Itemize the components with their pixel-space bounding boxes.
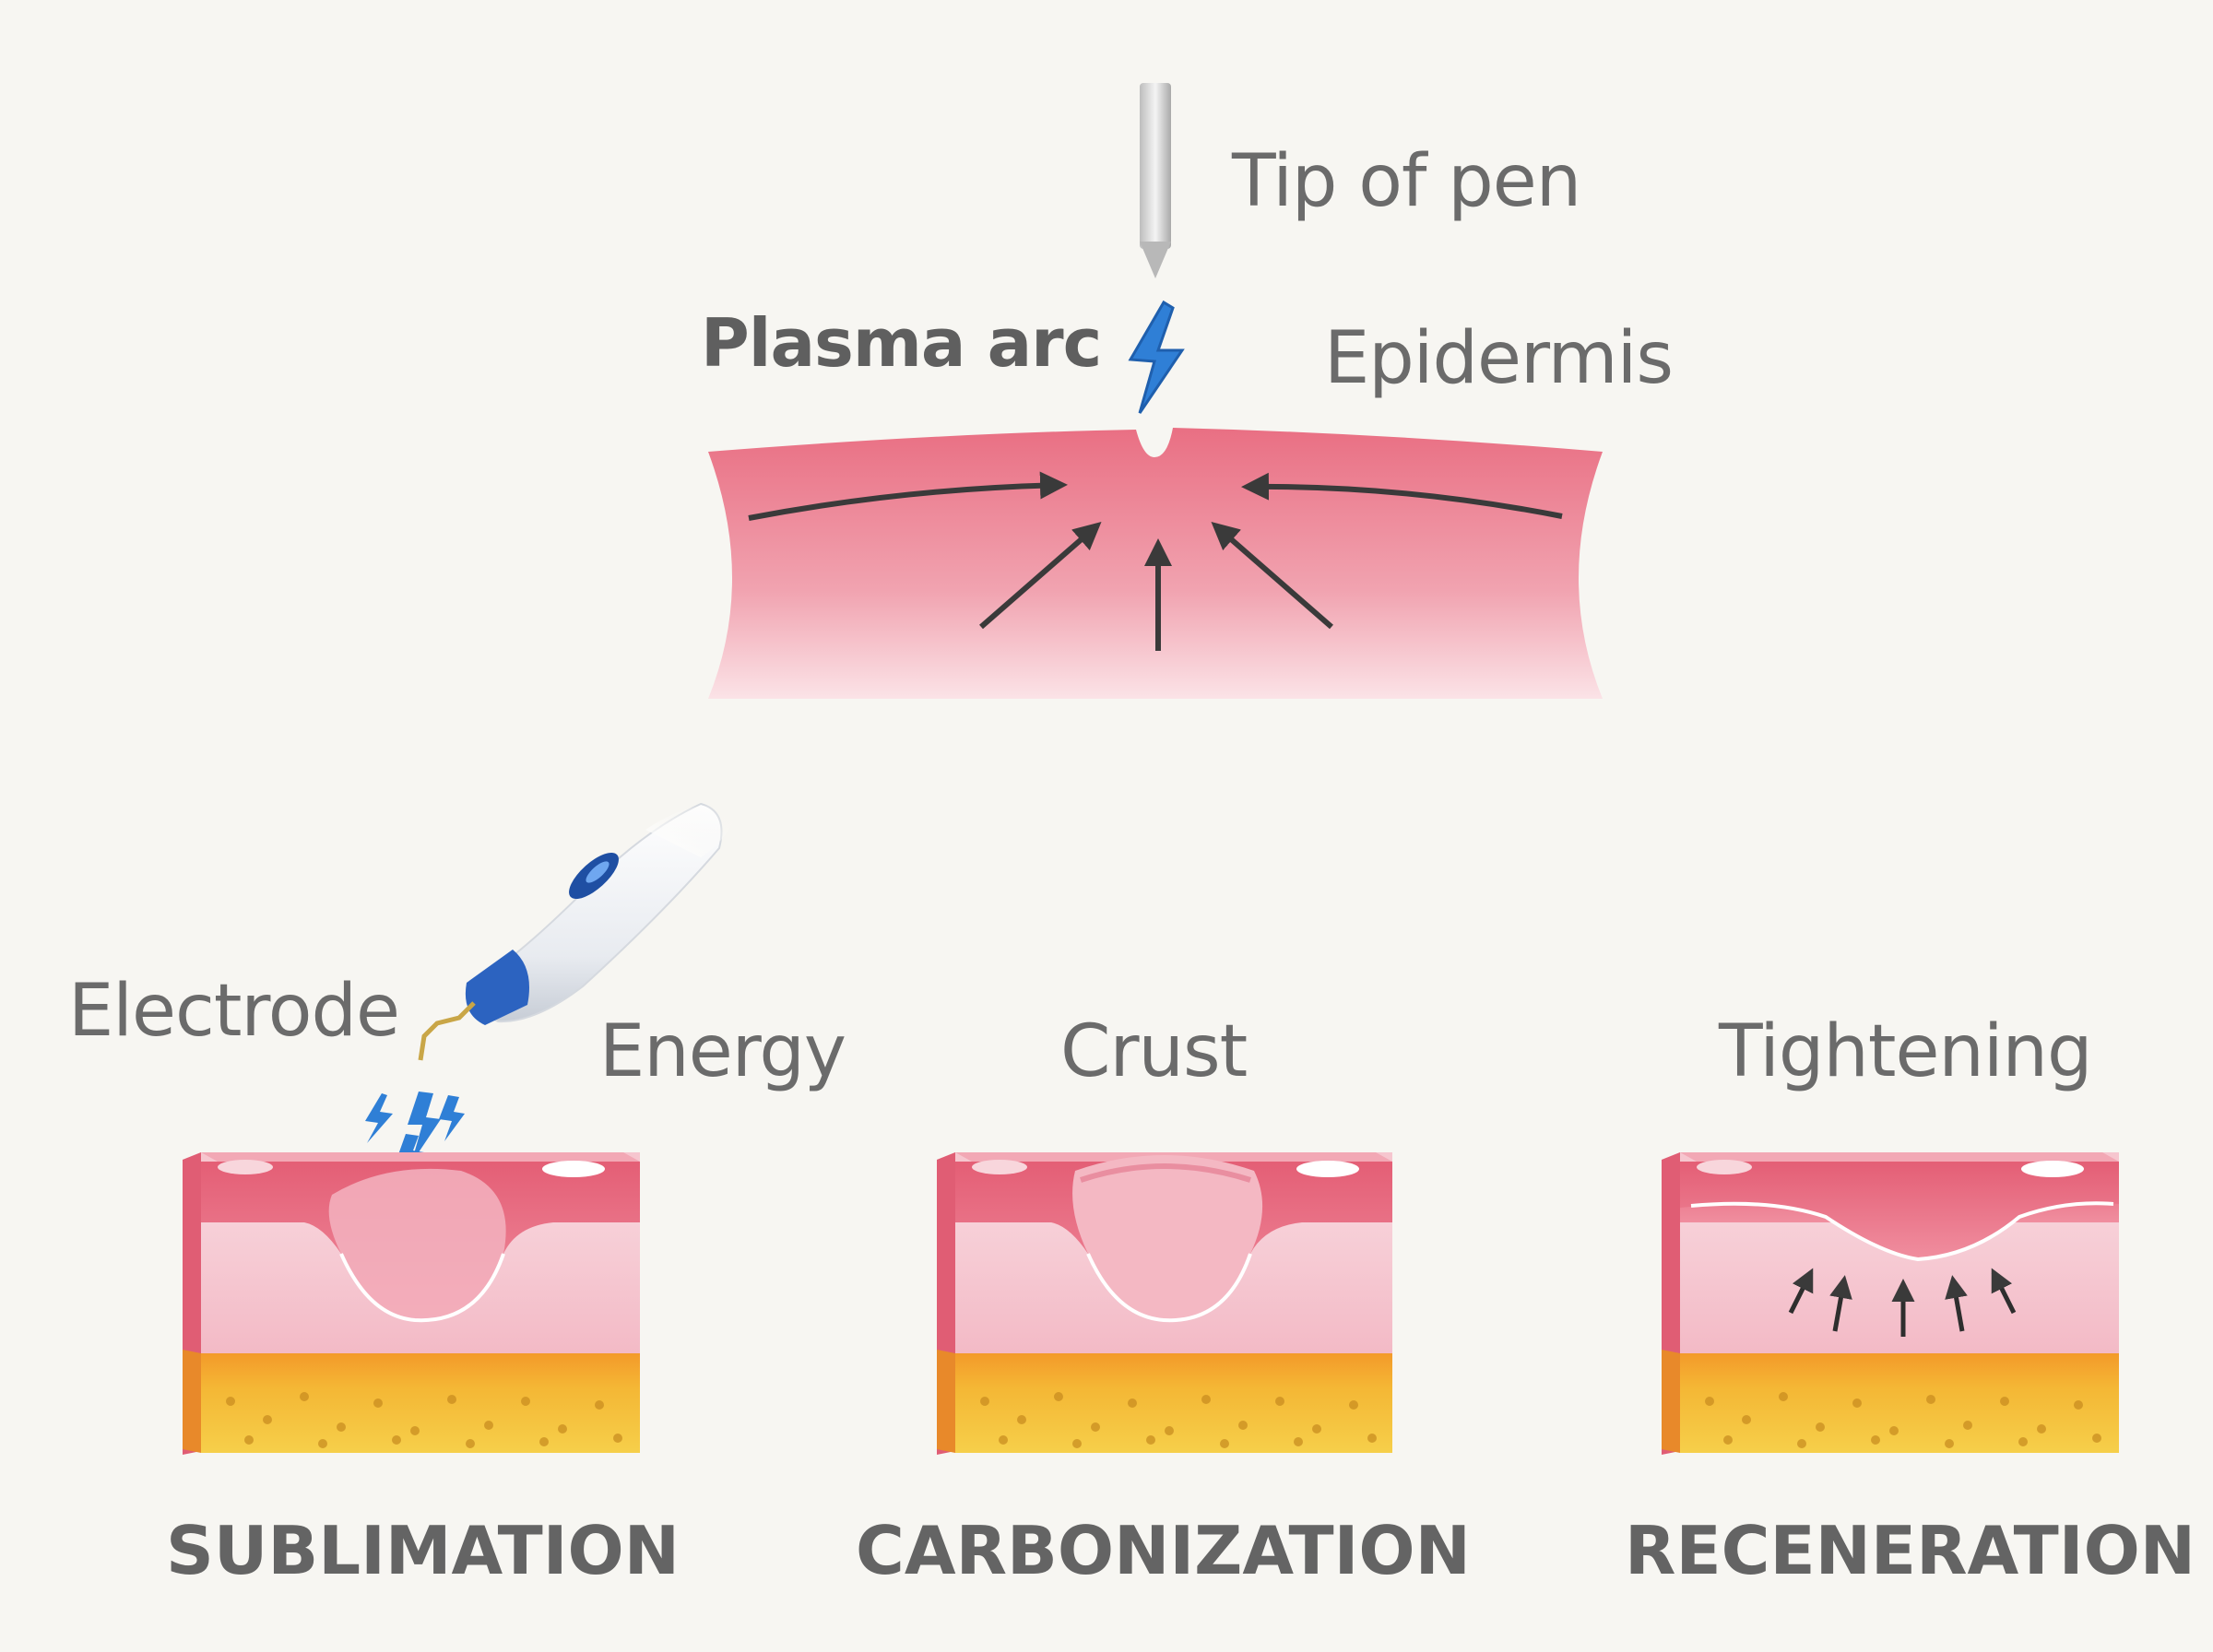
regeneration-arrows <box>1788 1268 2017 1337</box>
panel-sublimation <box>183 802 738 1455</box>
caption-carbonization: CARBONIZATION <box>856 1512 1471 1589</box>
epidermis-label: Epidermis <box>1324 317 1674 400</box>
panel-carbonization <box>937 1152 1392 1455</box>
electrode-label: Electrode <box>68 970 400 1053</box>
caption-sublimation: SUBLIMATION <box>166 1512 680 1589</box>
arrow-lower-left <box>979 522 1102 630</box>
panel-regeneration <box>1662 1152 2119 1455</box>
panel-label-crust: Crust <box>1060 1010 1248 1093</box>
arrow-right <box>1241 472 1563 519</box>
panel-label-tightening: Tightening <box>1719 1010 2092 1093</box>
contraction-arrows <box>748 471 1563 651</box>
caption-regeneration: RECENERATION <box>1625 1512 2196 1589</box>
arrow-lower-right <box>1211 522 1333 630</box>
plasma-arc-label: Plasma arc <box>701 304 1102 382</box>
arrow-left <box>748 471 1068 521</box>
electrode-pen <box>418 802 738 1061</box>
pen-tip-needle <box>1140 83 1171 278</box>
tip-of-pen-label: Tip of pen <box>1232 140 1581 223</box>
plasma-arc-bolt-icon <box>1128 300 1185 414</box>
panel-label-energy: Energy <box>599 1010 846 1093</box>
